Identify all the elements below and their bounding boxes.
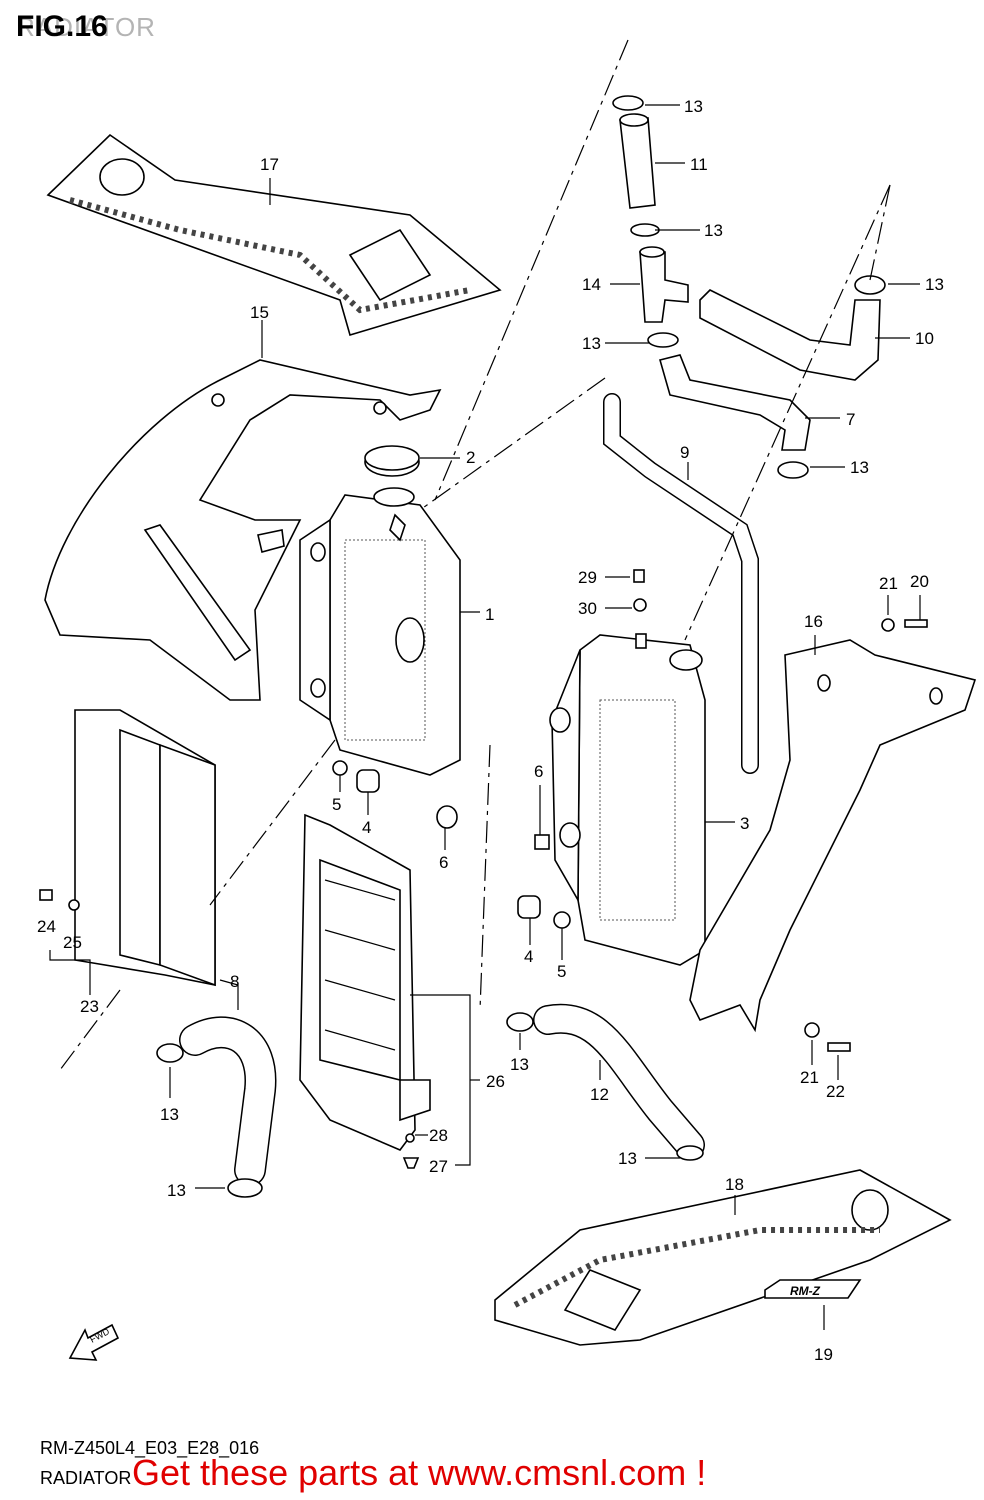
callout-24: 24 (37, 917, 56, 936)
callout-13d: 13 (925, 275, 944, 294)
cta-link[interactable]: Get these parts at www.cmsnl.com ! (132, 1452, 707, 1493)
callout-5b: 5 (557, 962, 566, 981)
callout-26: 26 (486, 1072, 505, 1091)
callout-11: 11 (690, 155, 708, 174)
callout-30: 30 (578, 599, 597, 618)
diagram-subtitle-overlay: RADIATOR (16, 12, 156, 42)
shroud-decal-18[interactable] (494, 1169, 952, 1346)
louver-23[interactable] (74, 709, 216, 987)
hose-clamps-13[interactable] (156, 95, 886, 1198)
callout-4a: 4 (362, 818, 371, 837)
callout-10: 10 (915, 329, 934, 348)
callout-5a: 5 (332, 795, 341, 814)
callout-13g: 13 (167, 1181, 186, 1200)
callout-21b: 21 (800, 1068, 819, 1087)
hose-12[interactable] (533, 1003, 705, 1160)
hose-8[interactable] (179, 1016, 277, 1186)
callout-21a: 21 (879, 574, 898, 593)
radiator-cap-2[interactable] (364, 445, 420, 477)
radiator-shroud-16[interactable] (689, 639, 977, 1033)
callout-14: 14 (582, 275, 601, 294)
callout-9: 9 (680, 443, 689, 462)
fwd-arrow-icon: FWD (68, 1323, 120, 1361)
callout-1: 1 (485, 605, 494, 624)
diagram-code: RM-Z450L4_E03_E28_016 (40, 1438, 260, 1458)
callout-20: 20 (910, 572, 929, 591)
callout-29: 29 (578, 568, 597, 587)
callout-13b: 13 (704, 221, 723, 240)
hose-10[interactable] (699, 289, 881, 381)
callout-6a: 6 (439, 853, 448, 872)
callout-labels: 1 2 3 4 4 5 5 6 6 7 8 9 10 11 12 13 13 1… (37, 97, 944, 1364)
hose-9[interactable] (603, 393, 759, 774)
callout-13h: 13 (510, 1055, 529, 1074)
callout-3: 3 (740, 814, 749, 833)
callout-12: 12 (590, 1085, 609, 1104)
callout-17: 17 (260, 155, 279, 174)
callout-2: 2 (466, 448, 475, 467)
callout-13f: 13 (160, 1105, 179, 1124)
callout-13c: 13 (582, 334, 601, 353)
louver-26[interactable] (299, 813, 431, 1151)
callout-8: 8 (230, 972, 239, 991)
diagram-caption: RADIATOR (40, 1468, 132, 1488)
callout-13a: 13 (684, 97, 703, 116)
radiator-right-3[interactable] (549, 633, 706, 966)
shroud-decal-17[interactable] (46, 133, 502, 336)
hose-11[interactable] (619, 113, 656, 209)
radiator-shroud-15[interactable] (44, 359, 442, 701)
callout-25: 25 (63, 933, 82, 952)
leader-lines (49, 104, 921, 1330)
callout-27: 27 (429, 1157, 448, 1176)
callout-19: 19 (814, 1345, 833, 1364)
callout-13e: 13 (850, 458, 869, 477)
radiator-left-1[interactable] (299, 487, 461, 776)
callout-22: 22 (826, 1082, 845, 1101)
callout-7: 7 (846, 410, 855, 429)
callout-18: 18 (725, 1175, 744, 1194)
emblem-text: RM-Z (790, 1284, 821, 1298)
callout-28: 28 (429, 1126, 448, 1145)
hose-joint-14[interactable] (639, 246, 689, 323)
callout-15: 15 (250, 303, 269, 322)
callout-6b: 6 (534, 762, 543, 781)
callout-23: 23 (80, 997, 99, 1016)
callout-4b: 4 (524, 947, 533, 966)
emblem-19[interactable]: RM-Z (764, 1279, 862, 1299)
callout-13i: 13 (618, 1149, 637, 1168)
callout-16: 16 (804, 612, 823, 631)
reference-lines (59, 39, 891, 1071)
small-hardware[interactable] (39, 569, 928, 1169)
figure-title: FIG.16 (16, 10, 108, 43)
hose-7[interactable] (659, 354, 811, 451)
